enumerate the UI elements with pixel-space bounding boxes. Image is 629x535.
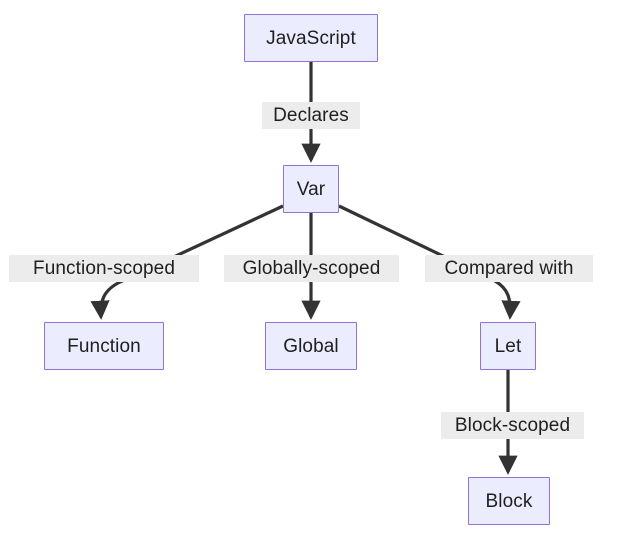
edge-label-declares: Declares — [262, 102, 360, 129]
node-block[interactable]: Block — [468, 477, 550, 525]
node-var[interactable]: Var — [283, 165, 339, 213]
edge-label-function-scoped-text: Function-scoped — [33, 258, 175, 279]
node-function[interactable]: Function — [44, 322, 164, 370]
node-global-label: Global — [283, 335, 339, 357]
edge-var-to-function — [90, 204, 284, 320]
edge-label-block-scoped-text: Block-scoped — [454, 415, 571, 436]
node-block-label: Block — [485, 490, 533, 512]
node-function-label: Function — [67, 335, 141, 357]
edge-label-block-scoped: Block-scoped — [441, 412, 584, 439]
edge-label-compared-with-text: Compared with — [444, 258, 574, 279]
edge-label-function-scoped: Function-scoped — [9, 255, 199, 282]
node-let[interactable]: Let — [480, 322, 536, 370]
node-global[interactable]: Global — [265, 322, 357, 370]
node-var-label: Var — [296, 178, 326, 200]
node-javascript-label: JavaScript — [266, 27, 356, 49]
edge-label-globally-scoped: Globally-scoped — [224, 255, 399, 282]
node-let-label: Let — [494, 335, 522, 357]
edge-label-declares-text: Declares — [273, 105, 349, 126]
edge-label-compared-with: Compared with — [425, 255, 593, 282]
node-javascript[interactable]: JavaScript — [244, 14, 378, 62]
edge-label-globally-scoped-text: Globally-scoped — [242, 258, 381, 279]
